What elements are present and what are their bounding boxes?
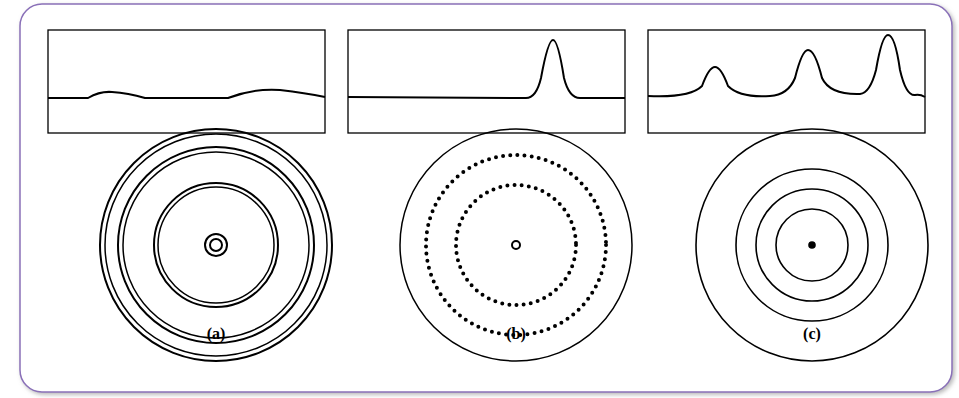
spot-pattern <box>400 129 632 361</box>
panel-label: (a) <box>207 326 226 342</box>
panel-label: (c) <box>803 326 821 342</box>
intensity-curve <box>48 90 325 98</box>
panel-label: (b) <box>506 326 526 342</box>
intensity-curve <box>348 40 625 98</box>
outer-frame <box>20 4 952 392</box>
plot-box <box>648 30 925 133</box>
ring-pattern <box>696 129 928 361</box>
plot-box <box>348 30 625 133</box>
plot-box <box>48 30 325 133</box>
ring-pattern <box>100 129 332 361</box>
intensity-curve <box>648 35 925 97</box>
